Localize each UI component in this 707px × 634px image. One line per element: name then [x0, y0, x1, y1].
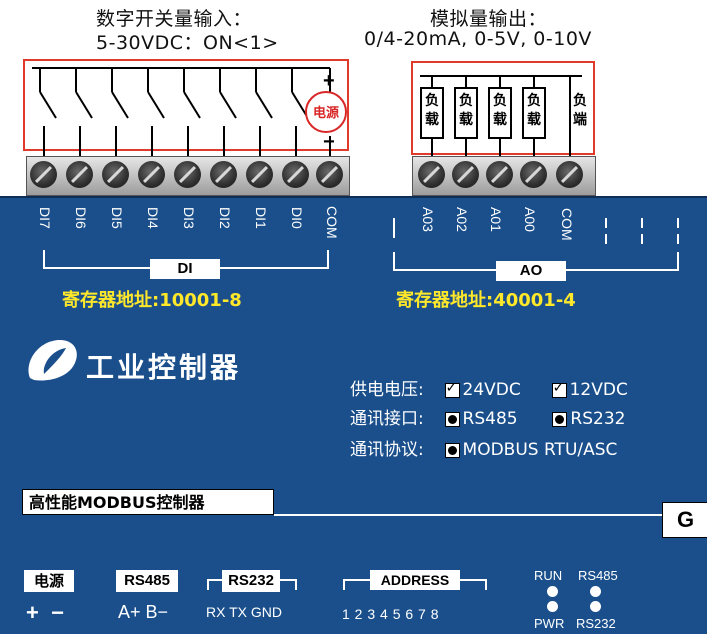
comm-interface-row: 通讯接口: RS485 RS232: [350, 404, 625, 429]
banner-divider: [274, 514, 662, 516]
supply-voltage-row: 供电电压: 24VDC 12VDC: [350, 375, 628, 401]
bottom-address-pins: 1 2 3 4 5 6 7 8: [342, 606, 439, 622]
terminal-screw-di3: [174, 161, 201, 188]
led-rs485: [590, 586, 601, 597]
led-run: [547, 586, 558, 597]
di-circuit-diagram: [23, 59, 595, 160]
terminal-screw-a02: [452, 161, 479, 188]
ao-caption-line1: 模拟量输出：: [430, 8, 548, 30]
brand-name: 工业控制器: [86, 351, 242, 384]
comm-interface-label: 通讯接口:: [350, 409, 424, 429]
di-register-address: 寄存器地址:10001-8: [62, 290, 242, 311]
model-banner: 高性能MODBUS控制器: [22, 489, 274, 515]
led-run-label: RUN: [534, 568, 563, 583]
led-pwr: [547, 601, 558, 612]
protocol-row: 通讯协议: MODBUS RTU/ASC: [350, 435, 617, 460]
protocol-value: MODBUS RTU/ASC: [462, 440, 618, 460]
terminal-screw-di2: [210, 161, 237, 188]
comm-rs232-radio[interactable]: [552, 411, 568, 427]
comm-rs485-radio[interactable]: [444, 411, 460, 427]
terminal-screw-a01: [486, 161, 513, 188]
led-pwr-label: PWR: [534, 616, 565, 631]
brand-logo-icon: [28, 339, 77, 381]
terminal-screw-di0: [282, 161, 309, 188]
comm-rs485-label: RS485: [462, 409, 518, 429]
led-rs232: [590, 601, 601, 612]
ao-register-address: 寄存器地址:40001-4: [396, 290, 576, 311]
supply-24v-label: 24VDC: [462, 380, 521, 400]
terminal-screw-di6: [66, 161, 93, 188]
terminal-screw-di4: [138, 161, 165, 188]
supply-12v-label: 12VDC: [569, 380, 628, 400]
bottom-rs232-label: RS232: [222, 570, 280, 592]
power-minus-sign: −: [323, 131, 335, 153]
load-label-1: 负载: [425, 93, 439, 128]
terminal-screw-di5: [102, 161, 129, 188]
protocol-radio[interactable]: [444, 442, 460, 458]
protocol-label: 通讯协议:: [350, 440, 424, 460]
bottom-bracket-lines: [207, 579, 487, 590]
terminal-screw-a03: [418, 161, 445, 188]
bottom-rs485-label: RS485: [116, 570, 178, 592]
bottom-address-label: ADDRESS: [370, 570, 460, 590]
supply-voltage-label: 供电电压:: [350, 380, 424, 400]
terminal-screw-di1: [246, 161, 273, 188]
load-end-label: 负端: [573, 93, 587, 128]
di-caption-line2: 5-30VDC：ON<1>: [96, 32, 279, 54]
comm-rs232-label: RS232: [570, 409, 626, 429]
ground-label: G: [662, 502, 707, 538]
bottom-rs232-pins: RX TX GND: [206, 604, 282, 620]
load-label-3: 负载: [493, 93, 507, 128]
supply-12v-checkbox[interactable]: [551, 380, 567, 398]
power-plus-sign: +: [323, 70, 335, 92]
upper-panel: [0, 196, 707, 318]
terminal-screw-a00: [520, 161, 547, 188]
terminal-screw-di-com: [316, 161, 343, 188]
terminal-screw-ao-com: [556, 161, 583, 188]
di-group-label: DI: [150, 259, 220, 279]
di-caption-line1: 数字开关量输入：: [96, 8, 253, 30]
load-label-4: 负载: [527, 93, 541, 128]
terminal-screw-di7: [30, 161, 57, 188]
led-rs485-label: RS485: [578, 568, 618, 583]
ao-caption-line2: 0/4-20mA, 0-5V, 0-10V: [364, 28, 592, 50]
load-label-2: 负载: [459, 93, 473, 128]
ao-group-label: AO: [496, 261, 566, 281]
bottom-rs485-pins: A+ B−: [118, 602, 169, 622]
power-source-label: 电源: [312, 106, 339, 121]
supply-24v-checkbox[interactable]: [444, 380, 460, 398]
bottom-power-label: 电源: [24, 570, 74, 592]
led-rs232-label: RS232: [576, 616, 616, 631]
upper-panel-lines: [43, 218, 679, 271]
bottom-power-pins: + −: [26, 600, 64, 625]
